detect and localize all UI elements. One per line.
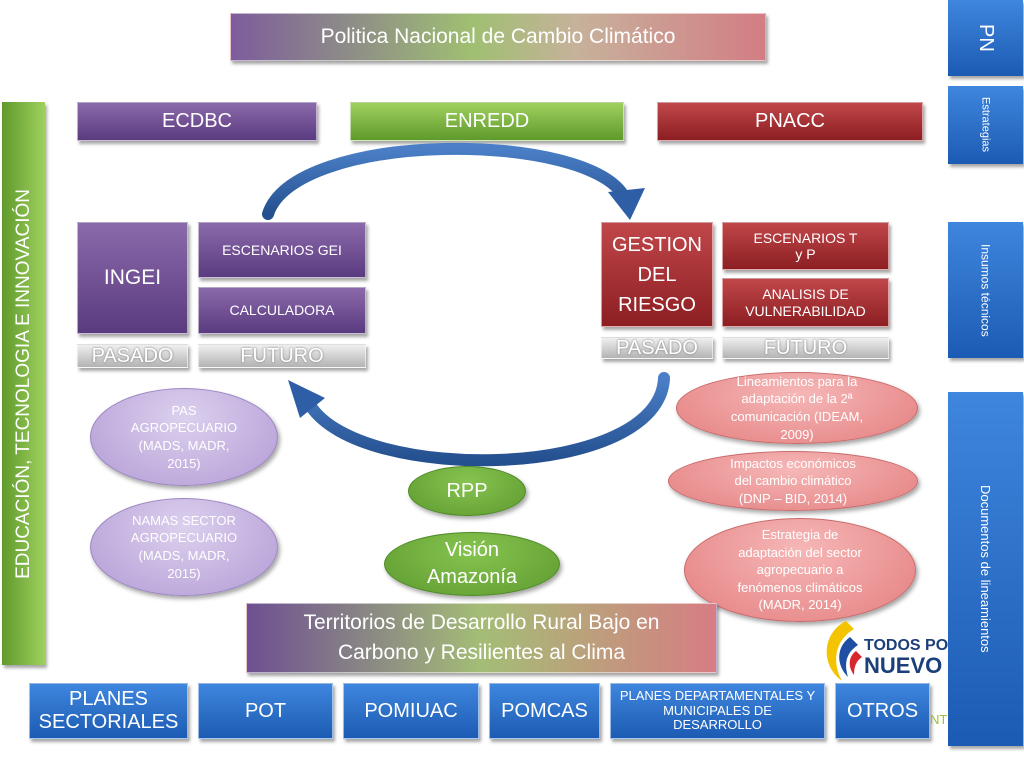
pomiuac-box: POMIUAC bbox=[343, 683, 479, 739]
pas-agropecuario-oval: PAS AGROPECUARIO (MADS, MADR, 2015) bbox=[90, 388, 278, 486]
documentos-side-box: Documentos de lineamientos bbox=[948, 392, 1023, 746]
pomcas-box: POMCAS bbox=[489, 683, 600, 739]
ingei-box: INGEI bbox=[77, 222, 188, 334]
gestion-riesgo-box: GESTION DEL RIESGO bbox=[601, 222, 713, 327]
top-arrowhead-icon bbox=[608, 188, 645, 220]
flag-swoosh-icon bbox=[826, 621, 862, 681]
bottom-arrow-icon bbox=[304, 372, 670, 467]
logo-partial-text: NT bbox=[930, 712, 948, 727]
logo-line2: NUEVO PA bbox=[864, 653, 948, 678]
analisis-vulnerabilidad-box: ANALISIS DE VULNERABILIDAD bbox=[722, 278, 889, 327]
estrategia-adaptacion-oval: Estrategia de adaptación del sector agro… bbox=[684, 518, 916, 622]
logo: TODOS POR NUEVO PA bbox=[816, 615, 948, 683]
vision-amazonia-oval: Visión Amazonía bbox=[384, 532, 560, 596]
left-pasado-label: PASADO bbox=[77, 344, 188, 368]
otros-box: OTROS bbox=[835, 683, 930, 739]
pn-side-box: PN bbox=[948, 0, 1023, 76]
bottom-arrowhead-icon bbox=[288, 380, 325, 418]
insumos-label: Insumos técnicos bbox=[978, 243, 993, 337]
right-futuro-label: FUTURO bbox=[722, 337, 889, 359]
planes-sectoriales-box: PLANES SECTORIALES bbox=[29, 683, 188, 739]
escenarios-gei-box: ESCENARIOS GEI bbox=[198, 222, 366, 278]
pot-box: POT bbox=[198, 683, 333, 739]
enredd-box: ENREDD bbox=[350, 102, 624, 141]
pn-label: PN bbox=[975, 24, 997, 52]
namas-oval: NAMAS SECTOR AGROPECUARIO (MADS, MADR, 2… bbox=[90, 498, 278, 596]
calculadora-box: CALCULADORA bbox=[198, 287, 366, 334]
left-futuro-label: FUTURO bbox=[198, 344, 366, 368]
educacion-side-bar: EDUCACIÓN, TECNOLOGIA E INNOVACIÓN bbox=[2, 102, 45, 665]
insumos-side-box: Insumos técnicos bbox=[948, 222, 1023, 358]
lineamientos-oval: Lineamientos para la adaptación de la 2ª… bbox=[676, 372, 918, 444]
page-title: Politica Nacional de Cambio Climático bbox=[230, 13, 766, 61]
planes-departamentales-box: PLANES DEPARTAMENTALES Y MUNICIPALES DE … bbox=[610, 683, 825, 739]
escenarios-tp-box: ESCENARIOS T y P bbox=[722, 222, 889, 270]
estrategias-label: Estrategias bbox=[979, 97, 992, 153]
educacion-label: EDUCACIÓN, TECNOLOGIA E INNOVACIÓN bbox=[12, 188, 34, 579]
ecdbc-box: ECDBC bbox=[77, 102, 317, 141]
right-pasado-label: PASADO bbox=[601, 337, 713, 359]
top-arrow-icon bbox=[262, 142, 631, 220]
territorios-box: Territorios de Desarrollo Rural Bajo en … bbox=[246, 603, 717, 673]
rpp-oval: RPP bbox=[408, 466, 526, 516]
logo-line1: TODOS POR bbox=[864, 637, 948, 654]
estrategias-side-box: Estrategias bbox=[948, 86, 1023, 164]
pnacc-box: PNACC bbox=[657, 102, 923, 141]
impactos-oval: Impactos económicos del cambio climático… bbox=[668, 451, 918, 511]
documentos-label: Documentos de lineamientos bbox=[978, 485, 993, 653]
